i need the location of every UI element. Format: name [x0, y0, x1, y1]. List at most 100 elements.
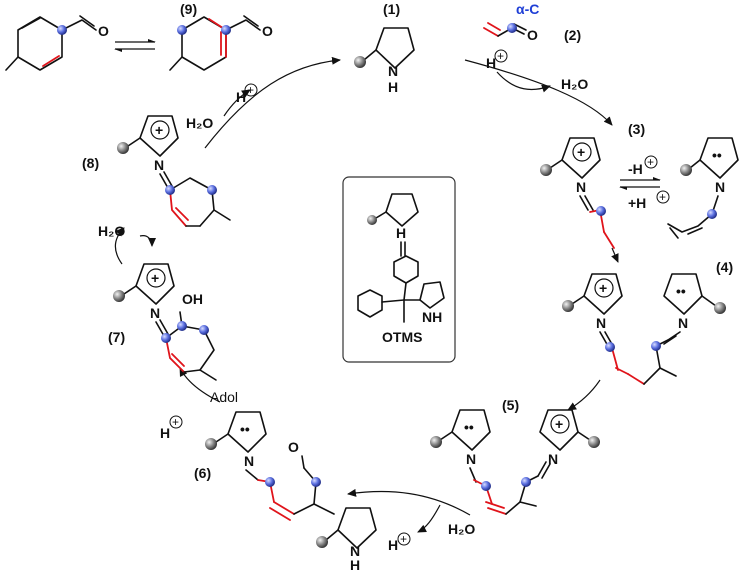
label-compound-6: (6)	[194, 465, 211, 481]
plus-charge: +	[247, 83, 254, 97]
dehydration-step: H₂O	[98, 223, 156, 265]
water-released-label: H₂O	[98, 223, 125, 239]
protonation-label: +H	[628, 195, 646, 211]
aldehyde-oxygen-label: O	[288, 439, 299, 455]
aldehyde-oxygen-label: O	[527, 27, 538, 43]
alpha-carbon-sphere	[57, 25, 67, 35]
blue-sphere	[521, 477, 531, 487]
compound-6: (6) •• N O	[194, 411, 335, 521]
arrow-1-to-3	[464, 59, 613, 126]
water-added-label: H₂O	[186, 115, 213, 131]
hydrolysis-step: H₂O N H H +	[316, 488, 475, 571]
lone-pair-dots: ••	[676, 283, 686, 299]
blue-sphere	[221, 25, 231, 35]
label-compound-9: (9)	[180, 1, 197, 17]
arrow-3-to-4	[611, 247, 619, 263]
lone-pair-dots: ••	[712, 147, 722, 163]
label-compound-5: (5)	[502, 397, 519, 413]
plus-charge: +	[497, 49, 504, 63]
grey-substituent-sphere	[562, 300, 574, 312]
blue-sphere	[207, 185, 217, 195]
lone-pair-dots: ••	[240, 421, 250, 437]
grey-substituent-sphere	[354, 56, 366, 68]
nitrogen-label: N	[576, 179, 586, 195]
deprotonation-label: -H	[628, 161, 643, 177]
amine-hydrogen-label: H	[388, 79, 398, 95]
amine-hydrogen-label: H	[396, 225, 406, 241]
catalyst-structures-box: H NH OTMS	[342, 176, 456, 363]
aldehyde-oxygen-label: O	[262, 23, 273, 39]
blue-sphere	[265, 477, 275, 487]
grey-substituent-sphere	[316, 536, 328, 548]
blue-sphere	[605, 342, 615, 352]
plus-charge: +	[172, 415, 179, 429]
blue-sphere	[177, 321, 187, 331]
label-compound-1: (1)	[383, 1, 400, 17]
compound-3: (3) + N -H + +H + •• N	[540, 121, 739, 249]
arrow-4-to-5	[567, 379, 601, 411]
plus-charge: +	[151, 270, 159, 286]
final-hydrolysis: H₂O H +	[186, 56, 341, 149]
label-compound-2: (2)	[564, 27, 581, 43]
grey-substituent-sphere	[113, 290, 125, 302]
proton-label: H	[486, 55, 496, 71]
grey-substituent-sphere	[117, 142, 129, 154]
plus-charge: +	[577, 144, 585, 160]
blue-sphere	[177, 25, 187, 35]
label-compound-3: (3)	[628, 121, 645, 137]
grey-substituent-sphere	[680, 164, 692, 176]
equilibrium-arrows-top	[114, 39, 156, 52]
plus-charge: +	[400, 532, 407, 546]
nitrogen-label: N	[715, 179, 725, 195]
blue-sphere	[707, 209, 717, 219]
proton-label: H	[236, 89, 246, 105]
catalyst-nh-label: NH	[422, 309, 442, 325]
grey-substituent-sphere	[430, 436, 442, 448]
nitrogen-label: N	[678, 315, 688, 331]
amine-hydrogen-label: H	[350, 557, 360, 571]
plus-charge: +	[659, 190, 666, 204]
nitrogen-label: N	[596, 315, 606, 331]
nitrogen-label: N	[388, 63, 398, 79]
silyl-ether-label: OTMS	[382, 329, 422, 345]
blue-sphere	[651, 341, 661, 351]
grey-substituent-sphere	[540, 164, 552, 176]
label-compound-4: (4)	[716, 259, 733, 275]
plus-charge: +	[599, 280, 607, 296]
blue-sphere	[481, 481, 491, 491]
compound-2-substrate: α-C O (2)	[483, 1, 581, 43]
grey-substituent-sphere	[588, 436, 600, 448]
hydroxyl-label: OH	[182, 291, 203, 307]
aldehyde-oxygen-label: O	[98, 23, 109, 39]
label-compound-7: (7)	[108, 329, 125, 345]
plus-charge: +	[155, 122, 163, 138]
product-isomer-left: O	[5, 15, 109, 71]
grey-substituent-sphere	[367, 215, 377, 225]
nitrogen-label: N	[548, 451, 558, 467]
compound-7: (7) + N OH	[108, 263, 217, 381]
blue-sphere	[311, 477, 321, 487]
blue-sphere	[596, 206, 606, 216]
aldol-step: Adol H +	[160, 367, 238, 441]
compound-8: (8) + N	[82, 115, 231, 227]
blue-sphere	[199, 325, 209, 335]
grey-substituent-sphere	[205, 438, 217, 450]
water-released-label: H₂O	[561, 76, 588, 92]
blue-sphere	[165, 185, 175, 195]
compound-9: (9) O	[169, 1, 273, 71]
alpha-carbon-label: α-C	[516, 1, 539, 17]
condensation-reagents: H + H₂O	[486, 49, 588, 93]
water-added-label: H₂O	[448, 521, 475, 537]
nitrogen-label: N	[466, 451, 476, 467]
plus-charge: +	[647, 155, 654, 169]
lone-pair-dots: ••	[464, 419, 474, 435]
blue-sphere	[161, 333, 171, 343]
nitrogen-label: N	[350, 543, 360, 559]
nitrogen-label: N	[150, 305, 160, 321]
plus-charge: +	[555, 416, 563, 432]
nitrogen-label: N	[154, 157, 164, 173]
proton-label: H	[160, 425, 170, 441]
compound-4: (4) + N •• N	[562, 259, 733, 385]
